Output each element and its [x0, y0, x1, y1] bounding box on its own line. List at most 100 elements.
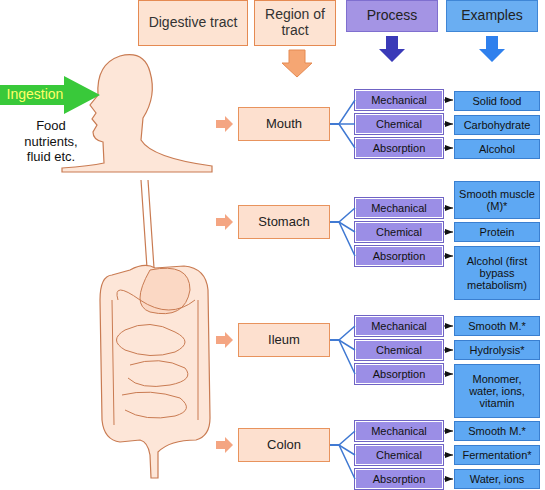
node-text: Alcohol	[479, 143, 515, 155]
node-text: Ingestion	[0, 87, 70, 103]
process-box: Chemical	[355, 222, 443, 242]
example-box: Smooth muscle (M)*	[454, 181, 540, 219]
example-box: Hydrolysis*	[454, 340, 540, 360]
node-text: Monomer, water, ions, vitamin	[457, 373, 537, 410]
node-text: Mechanical	[371, 425, 427, 437]
example-box: Alcohol (first bypass metabolism)	[454, 246, 540, 300]
note-label: Food nutrients, fluid etc.	[12, 118, 90, 165]
column-header: Digestive tract	[138, 0, 248, 46]
process-box: Mechanical	[355, 316, 443, 336]
bracket-line	[330, 431, 355, 445]
process-box: Absorption	[355, 469, 443, 489]
node-text: Region of tract	[255, 7, 335, 38]
node-text: Alcohol (first bypass metabolism)	[457, 255, 537, 292]
pointer-arrow	[216, 214, 233, 230]
flow-arrow	[444, 431, 453, 432]
example-box: Fermentation*	[454, 445, 540, 465]
down-arrow	[479, 36, 505, 62]
node-text: Colon	[267, 438, 301, 453]
region-box: Stomach	[238, 205, 330, 239]
example-box: Smooth M.*	[454, 421, 540, 441]
process-box: Absorption	[355, 138, 443, 158]
flow-arrow	[444, 350, 453, 351]
example-box: Protein	[454, 222, 540, 242]
bracket-line	[330, 222, 355, 232]
node-text: Fermentation*	[462, 449, 531, 461]
node-text: Absorption	[373, 473, 426, 485]
bracket-line	[330, 100, 355, 124]
bracket-line	[330, 123, 355, 125]
node-text: Absorption	[373, 250, 426, 262]
node-text: Hydrolysis*	[469, 344, 524, 356]
example-box: Alcohol	[454, 139, 540, 159]
flow-arrow	[444, 256, 453, 257]
node-text: Mechanical	[371, 320, 427, 332]
node-text: Ileum	[268, 333, 300, 348]
region-box: Mouth	[238, 107, 330, 141]
intestine-loops	[112, 290, 198, 425]
flow-arrow	[444, 100, 453, 101]
example-box: Water, ions	[454, 469, 540, 489]
bracket-line	[330, 340, 355, 350]
flow-arrow	[444, 124, 453, 125]
bracket-line	[330, 124, 355, 148]
example-box: Carbohydrate	[454, 115, 540, 135]
node-text: Carbohydrate	[464, 119, 531, 131]
node-text: Process	[367, 8, 418, 24]
node-text: Smooth M.*	[468, 425, 525, 437]
abdomen-outline	[100, 265, 210, 478]
region-box: Colon	[238, 428, 330, 462]
column-header: Process	[346, 0, 438, 32]
flow-arrow	[444, 326, 453, 327]
ingestion-arrow: Ingestion	[0, 76, 100, 114]
flow-arrow	[444, 232, 453, 233]
example-box: Solid food	[454, 91, 540, 111]
pointer-arrow	[216, 332, 233, 348]
process-box: Chemical	[355, 445, 443, 465]
node-text: Smooth M.*	[468, 320, 525, 332]
node-text: Stomach	[258, 215, 309, 230]
node-text: Solid food	[473, 95, 522, 107]
pointer-arrow	[216, 437, 233, 453]
bracket-line	[330, 222, 355, 256]
esophagus	[141, 180, 154, 268]
down-arrow	[282, 50, 312, 77]
column-header: Region of tract	[254, 0, 336, 46]
flow-arrow	[444, 455, 453, 456]
bracket-line	[330, 445, 355, 455]
flow-arrow	[444, 208, 453, 209]
node-text: Water, ions	[470, 473, 525, 485]
node-text: Chemical	[376, 226, 422, 238]
example-box: Smooth M.*	[454, 316, 540, 336]
process-box: Mechanical	[355, 421, 443, 441]
bracket-line	[330, 445, 355, 479]
node-text: Mechanical	[371, 94, 427, 106]
process-box: Chemical	[355, 114, 443, 134]
flow-arrow	[444, 148, 453, 149]
process-box: Mechanical	[355, 90, 443, 110]
column-header: Examples	[446, 0, 538, 32]
process-box: Mechanical	[355, 198, 443, 218]
arrow-fill	[0, 76, 100, 114]
head-silhouette	[62, 55, 212, 172]
node-text: Examples	[461, 8, 522, 24]
bracket-line	[330, 208, 355, 222]
node-text: Absorption	[373, 368, 426, 380]
bracket-line	[330, 326, 355, 340]
process-box: Chemical	[355, 340, 443, 360]
region-box: Ileum	[238, 323, 330, 357]
node-text: Chemical	[376, 449, 422, 461]
example-box: Monomer, water, ions, vitamin	[454, 364, 540, 418]
down-arrow	[379, 36, 405, 62]
node-text: Digestive tract	[149, 15, 238, 31]
bracket-line	[330, 340, 355, 374]
process-box: Absorption	[355, 246, 443, 266]
node-text: Chemical	[376, 118, 422, 130]
pointer-arrow	[216, 116, 233, 132]
node-text: Smooth muscle (M)*	[457, 188, 537, 213]
node-text: Chemical	[376, 344, 422, 356]
node-text: Mouth	[266, 117, 302, 132]
flow-arrow	[444, 374, 453, 375]
node-text: Absorption	[373, 142, 426, 154]
